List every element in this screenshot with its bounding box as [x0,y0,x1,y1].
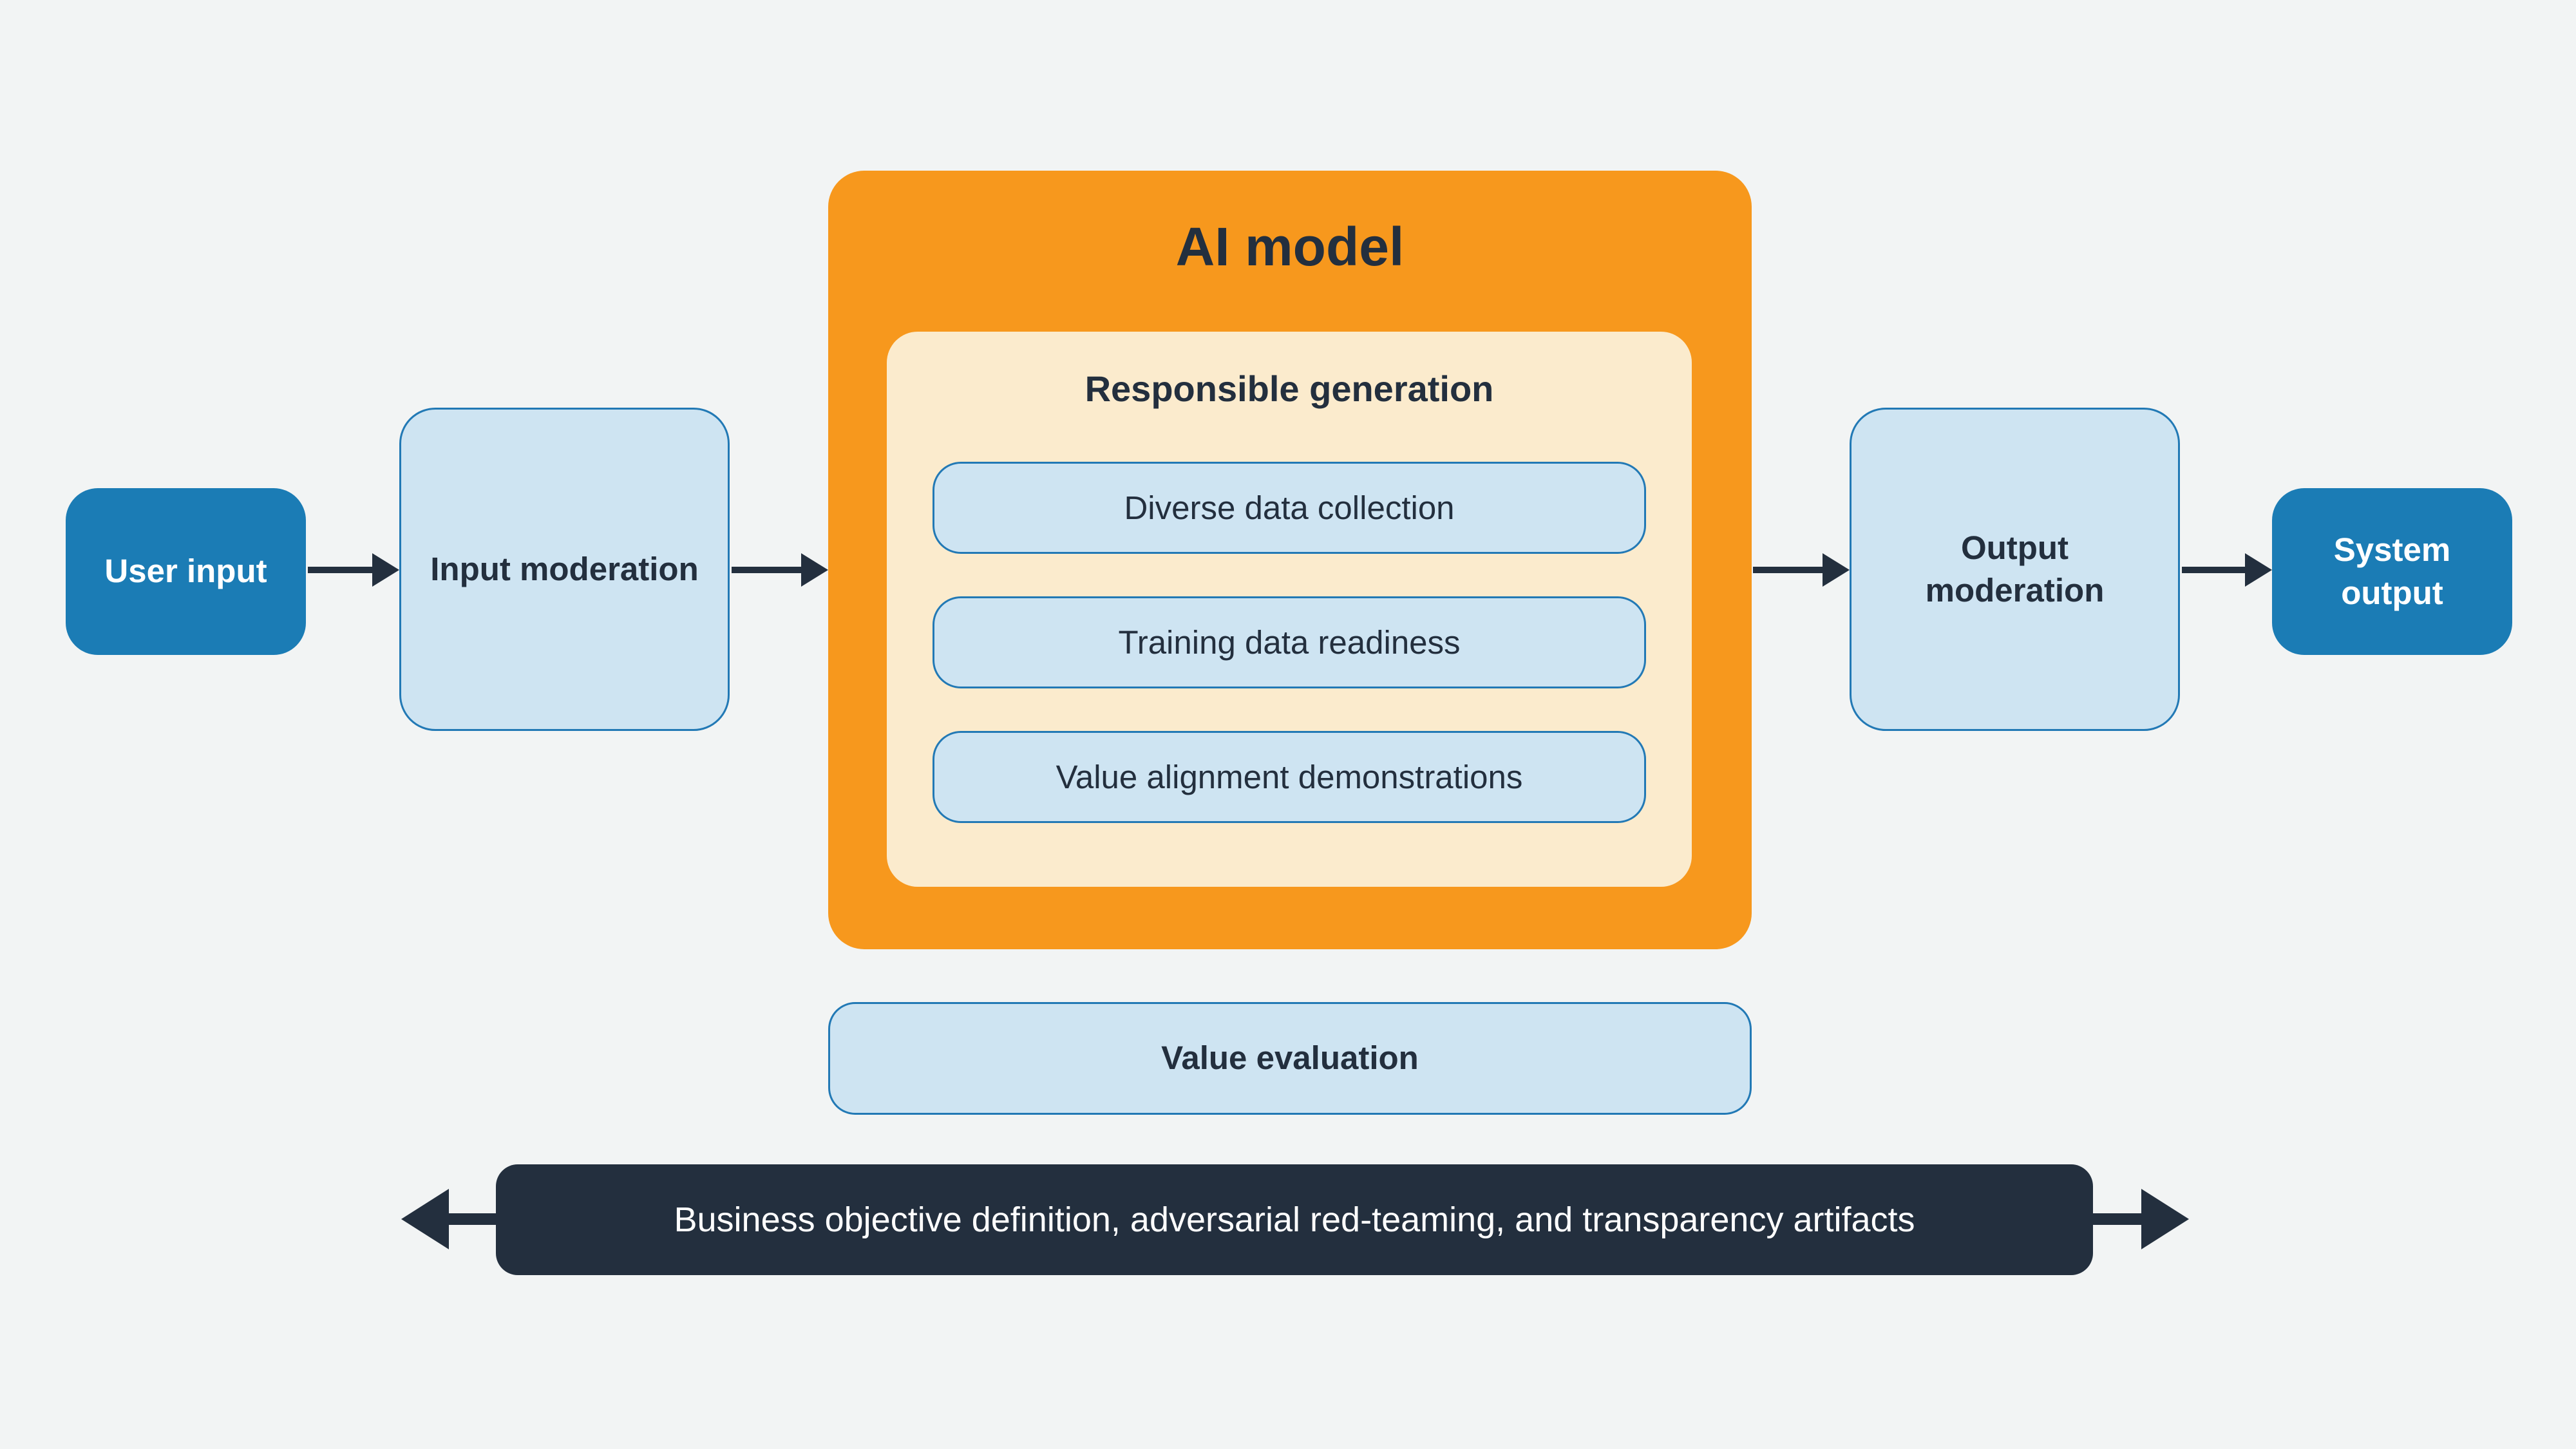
double-arrow-right-icon [2141,1189,2189,1249]
input-moderation-node: Input moderation [399,408,730,731]
arrow-output-moderation-to-system-output [2182,553,2272,587]
arrow-head-icon [2245,553,2272,587]
output-moderation-node: Output moderation [1850,408,2180,731]
arrow-ai-model-to-output-moderation [1753,553,1850,587]
arrow-head-icon [1823,553,1850,587]
arrow-line [308,567,375,573]
bottom-bar-label: Business objective definition, adversari… [674,1200,1915,1239]
arrow-line [2182,567,2248,573]
input-moderation-label: Input moderation [430,550,699,587]
user-input-label: User input [104,553,267,590]
double-arrow-right-stem [2090,1213,2145,1225]
system-output-node: System output [2272,488,2512,655]
value-evaluation-node: Value evaluation [828,1002,1752,1115]
ai-model-container: AI model Responsible generation Diverse … [828,171,1752,949]
arrow-input-moderation-to-ai-model [732,553,828,587]
arrow-line [732,567,804,573]
output-moderation-label: Output moderation [1925,529,2105,609]
pill-diverse-data-collection: Diverse data collection [933,462,1646,554]
responsible-generation-container: Responsible generation Diverse data coll… [887,332,1692,887]
pill-label: Training data readiness [1118,624,1461,661]
ai-model-title: AI model [1175,216,1405,277]
arrow-line [1753,567,1825,573]
pill-label: Diverse data collection [1124,489,1455,526]
double-arrow-left-icon [401,1189,449,1249]
arrow-head-icon [801,553,828,587]
user-input-node: User input [66,488,306,655]
responsible-generation-title: Responsible generation [1084,368,1494,409]
pill-label: Value alignment demonstrations [1056,759,1523,795]
arrow-user-to-input-moderation [308,553,399,587]
double-arrow-left-stem [444,1213,499,1225]
value-evaluation-label: Value evaluation [1161,1039,1419,1077]
system-output-label: System output [2333,531,2451,611]
pill-value-alignment-demonstrations: Value alignment demonstrations [933,731,1646,823]
pill-training-data-readiness: Training data readiness [933,596,1646,688]
arrow-head-icon [372,553,399,587]
bottom-bar: Business objective definition, adversari… [496,1164,2093,1275]
